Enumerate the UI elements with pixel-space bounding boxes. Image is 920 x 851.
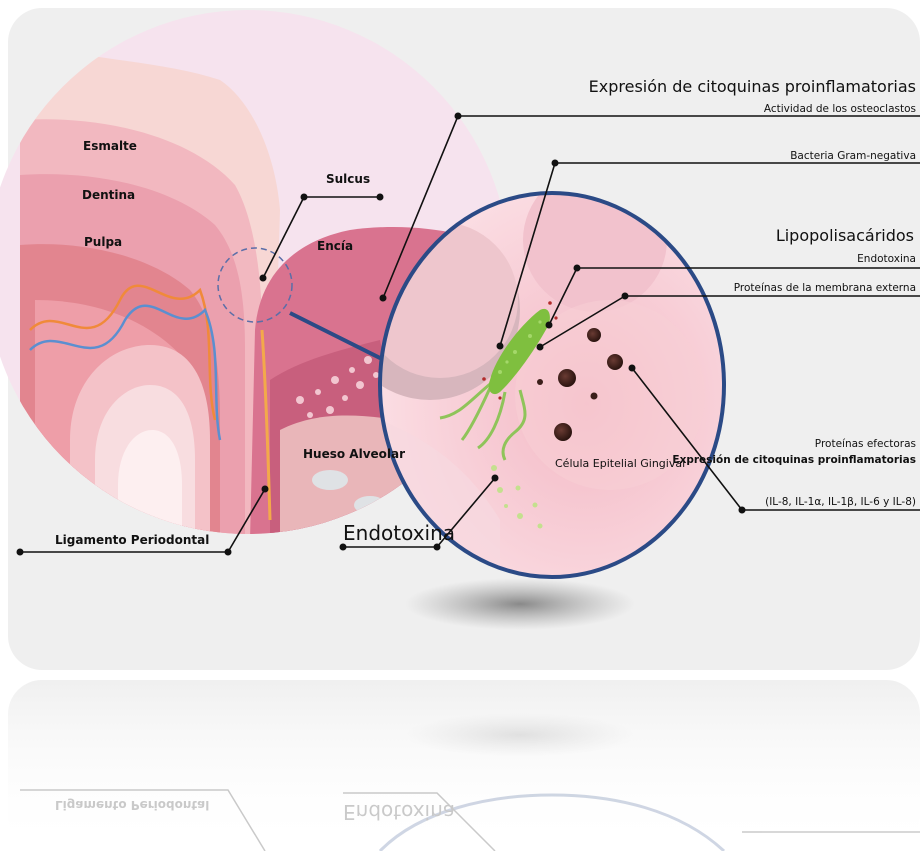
label-encia: Encía xyxy=(317,239,353,253)
label-dentina: Dentina xyxy=(82,188,135,202)
reflection-ligamento: Ligamento Periodontal xyxy=(55,798,209,812)
callout-gram-negativa: Bacteria Gram-negativa xyxy=(790,150,916,162)
callout-osteoclastos: Actividad de los osteoclastos xyxy=(764,103,916,115)
drop-shadow xyxy=(405,578,635,630)
label-pulpa: Pulpa xyxy=(84,235,122,249)
label-hueso: Hueso Alveolar xyxy=(303,447,405,461)
label-ligamento: Ligamento Periodontal xyxy=(55,533,209,547)
callout-endotoxina-small: Endotoxina xyxy=(857,253,916,265)
callout-efectoras: Proteínas efectoras xyxy=(815,438,916,450)
label-endotoxina-big: Endotoxina xyxy=(343,521,455,545)
reflection-endotoxina: Endotoxina xyxy=(343,800,455,824)
label-celula: Célula Epitelial Gingival xyxy=(555,457,685,470)
label-sulcus: Sulcus xyxy=(326,172,370,186)
callout-membrana: Proteínas de la membrana externa xyxy=(734,282,916,294)
callout-citoquinas-bold: Expresión de citoquinas proinflamatorias xyxy=(672,454,916,466)
callout-lps-title: Lipopolisacáridos xyxy=(776,226,914,245)
callout-citoquinas-title: Expresión de citoquinas proinflamatorias xyxy=(589,77,916,96)
callout-interleucinas: (IL-8, IL-1α, IL-1β, IL-6 y IL-8) xyxy=(765,496,916,508)
reflection-panel xyxy=(8,680,920,851)
label-esmalte: Esmalte xyxy=(83,139,137,153)
